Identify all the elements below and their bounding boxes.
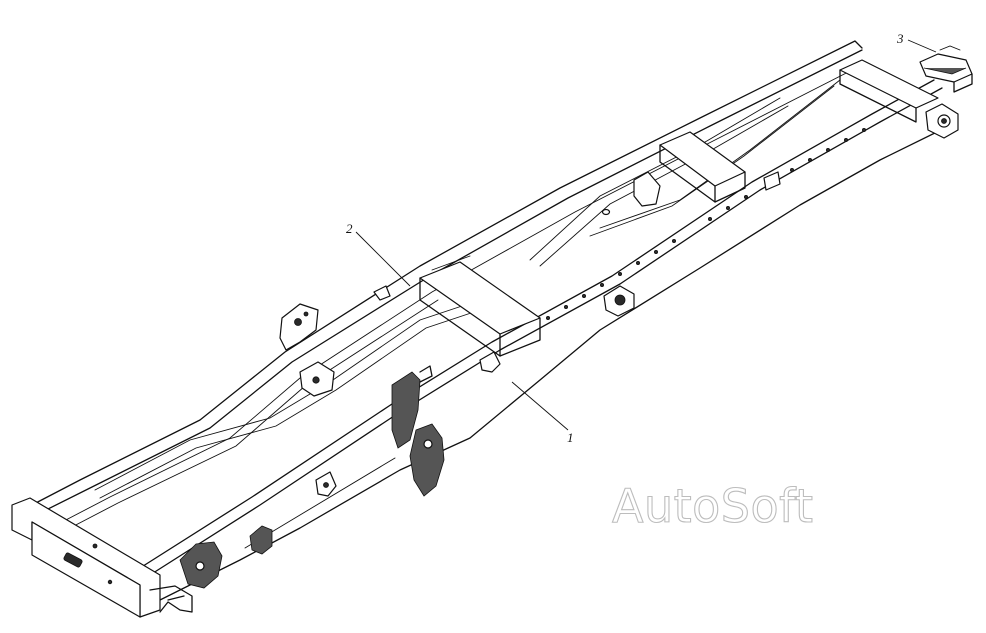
rear-mounting-pad xyxy=(919,45,973,93)
callout-2: 2 xyxy=(346,221,411,287)
spring-hanger-front-2 xyxy=(409,423,445,497)
mid-bracket-crossmember xyxy=(373,285,501,373)
front-bumper-crossmember xyxy=(11,497,193,618)
rear-cross-clip xyxy=(763,171,781,191)
right-side-rail xyxy=(139,79,946,601)
callout-label-3: 3 xyxy=(896,31,904,46)
watermark-text: AutoSoft xyxy=(612,479,814,533)
rear-spring-bracket xyxy=(603,285,635,317)
callout-label-2: 2 xyxy=(346,221,353,236)
callout-label-1: 1 xyxy=(567,430,574,445)
callout-1: 1 xyxy=(511,381,574,445)
tow-hitch-rear xyxy=(925,103,959,139)
callout-3: 3 xyxy=(896,31,937,53)
spring-bracket-mid-far xyxy=(299,361,335,397)
crossmember-rear-1 xyxy=(659,131,746,203)
front-spring-bracket-near xyxy=(179,525,273,589)
crossmember-middle xyxy=(419,255,541,357)
engine-mount-near xyxy=(315,471,337,497)
spring-hanger-front xyxy=(391,365,433,449)
center-bracket xyxy=(601,171,661,216)
spring-bracket-front-far xyxy=(279,303,319,351)
crossmember-rear-end xyxy=(839,59,939,123)
rail-holes xyxy=(546,127,867,320)
